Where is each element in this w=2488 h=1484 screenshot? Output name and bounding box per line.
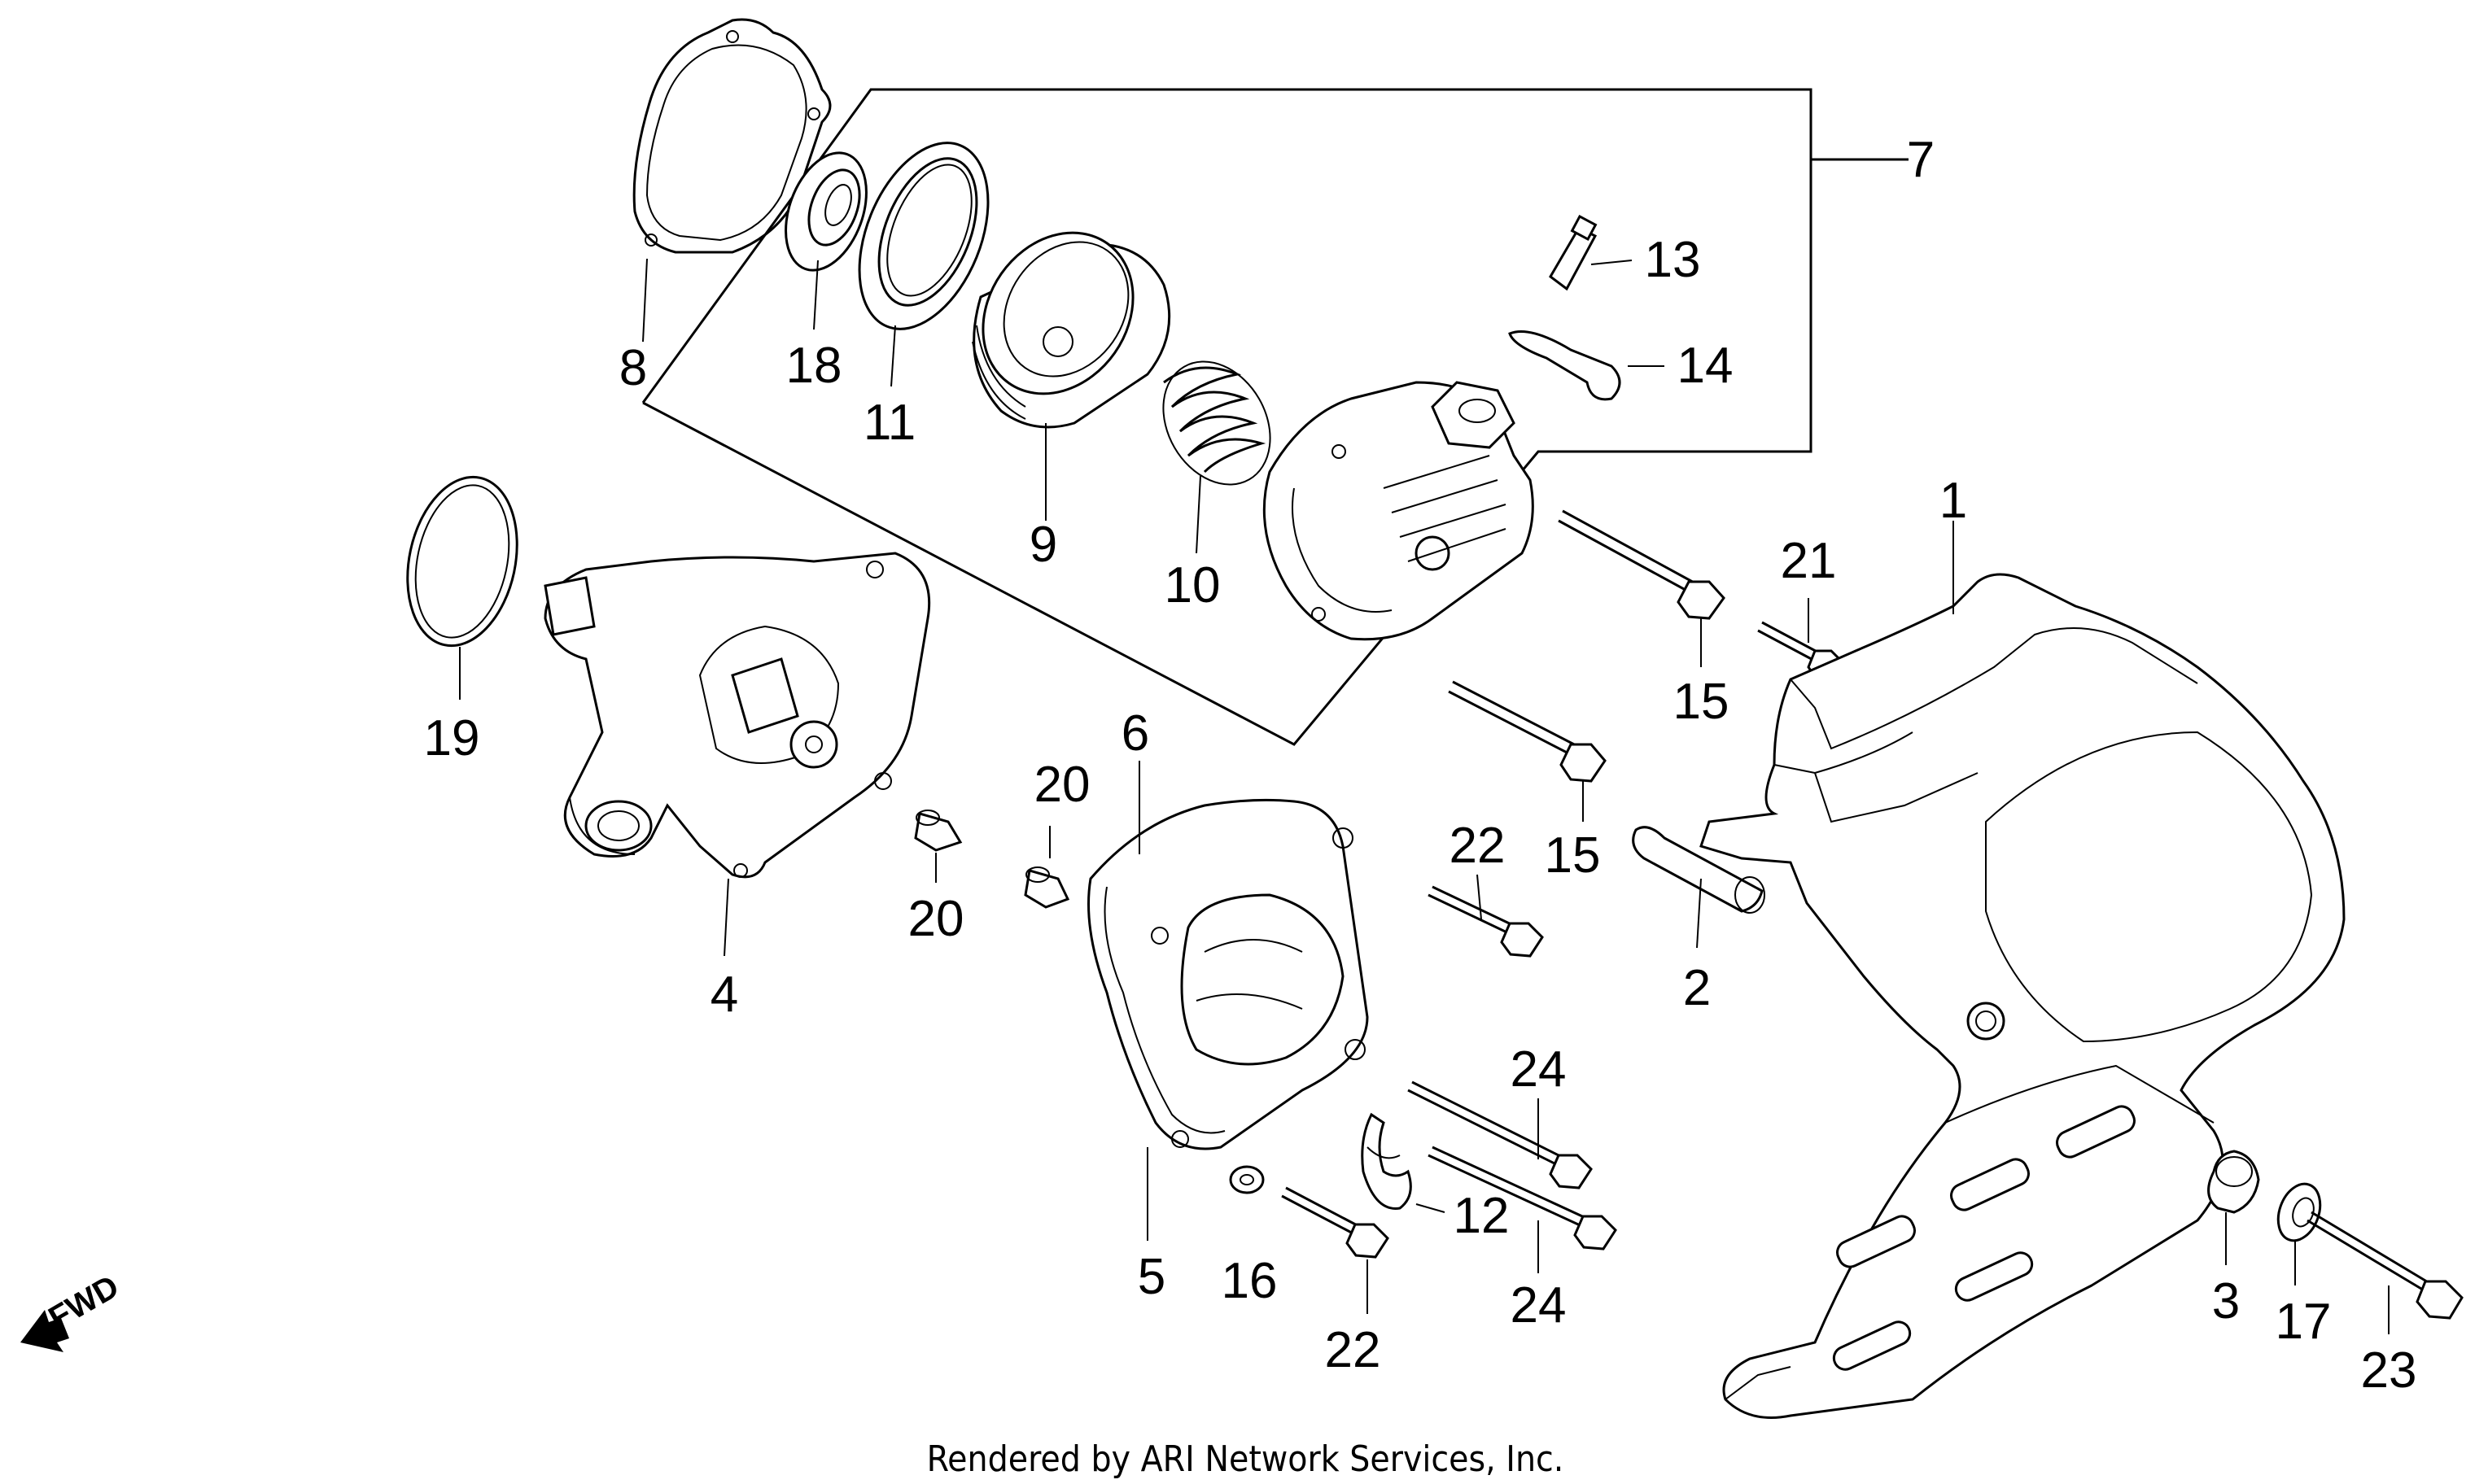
credit-text: Rendered by ARI Network Services, Inc. <box>927 1438 1564 1480</box>
label-22a: 22 <box>1450 818 1506 874</box>
part-6-pump-cover <box>1087 761 1369 1241</box>
fwd-label: FWD <box>43 1268 125 1337</box>
label-19: 19 <box>424 710 480 766</box>
part-9-cup <box>972 231 1171 521</box>
part-4-pump-body <box>544 552 931 957</box>
label-7: 7 <box>1907 132 1935 188</box>
part-7-pump-housing <box>1262 381 1534 641</box>
label-5: 5 <box>1138 1249 1165 1305</box>
part-3-grommet <box>2207 1150 2260 1265</box>
part-15b-bolt <box>1448 680 1607 822</box>
part-19-oring <box>406 475 518 700</box>
label-17: 17 <box>2276 1294 2332 1350</box>
label-8: 8 <box>619 340 647 396</box>
label-3: 3 <box>2212 1273 2240 1329</box>
part-22b-bolt <box>1281 1186 1389 1314</box>
label-21: 21 <box>1781 533 1837 589</box>
label-23: 23 <box>2361 1342 2417 1399</box>
part-13-screw <box>1549 214 1633 291</box>
label-20a: 20 <box>908 891 964 947</box>
label-4: 4 <box>711 967 738 1023</box>
label-14: 14 <box>1677 338 1734 394</box>
part-8-gasket <box>632 18 832 343</box>
part-22a-bolt <box>1428 874 1544 958</box>
group-bracket-7 <box>641 88 1909 746</box>
part-14-washer <box>1508 330 1664 401</box>
label-11: 11 <box>864 395 916 451</box>
part-12-clamp <box>1361 1112 1445 1213</box>
label-2: 2 <box>1683 960 1711 1016</box>
fwd-arrow-icon: FWD <box>20 1268 125 1352</box>
label-10: 10 <box>1165 557 1221 613</box>
label-24b: 24 <box>1511 1277 1567 1333</box>
part-1-sprocket-cover <box>1699 521 2346 1419</box>
part-23-bolt <box>2307 1211 2464 1334</box>
label-18: 18 <box>786 338 842 394</box>
part-2-collar <box>1632 826 1765 949</box>
label-15b: 15 <box>1545 827 1601 884</box>
label-20b: 20 <box>1034 757 1091 813</box>
part-11-ring <box>858 142 990 387</box>
label-1: 1 <box>1939 473 1967 529</box>
label-12: 12 <box>1454 1188 1510 1244</box>
label-15a: 15 <box>1673 674 1729 730</box>
label-6: 6 <box>1122 705 1149 762</box>
part-24b-bolt <box>1428 1146 1617 1273</box>
callout-labels: 1 2 3 4 5 6 7 8 9 10 11 12 13 14 15 15 1… <box>424 132 2417 1399</box>
part-18-seal <box>785 151 868 330</box>
part-20a-dowel <box>914 810 963 883</box>
label-13: 13 <box>1645 232 1701 288</box>
label-16: 16 <box>1222 1253 1278 1309</box>
part-20b-dowel <box>1024 826 1070 909</box>
label-24a: 24 <box>1511 1041 1567 1098</box>
part-24a-bolt <box>1407 1080 1593 1189</box>
label-22b: 22 <box>1325 1322 1381 1378</box>
part-17-washer <box>2276 1182 2322 1285</box>
part-10-spring <box>1162 360 1271 554</box>
label-9: 9 <box>1030 517 1057 573</box>
part-16-washer <box>1229 1165 1265 1194</box>
part-15a-bolt <box>1558 509 1725 667</box>
